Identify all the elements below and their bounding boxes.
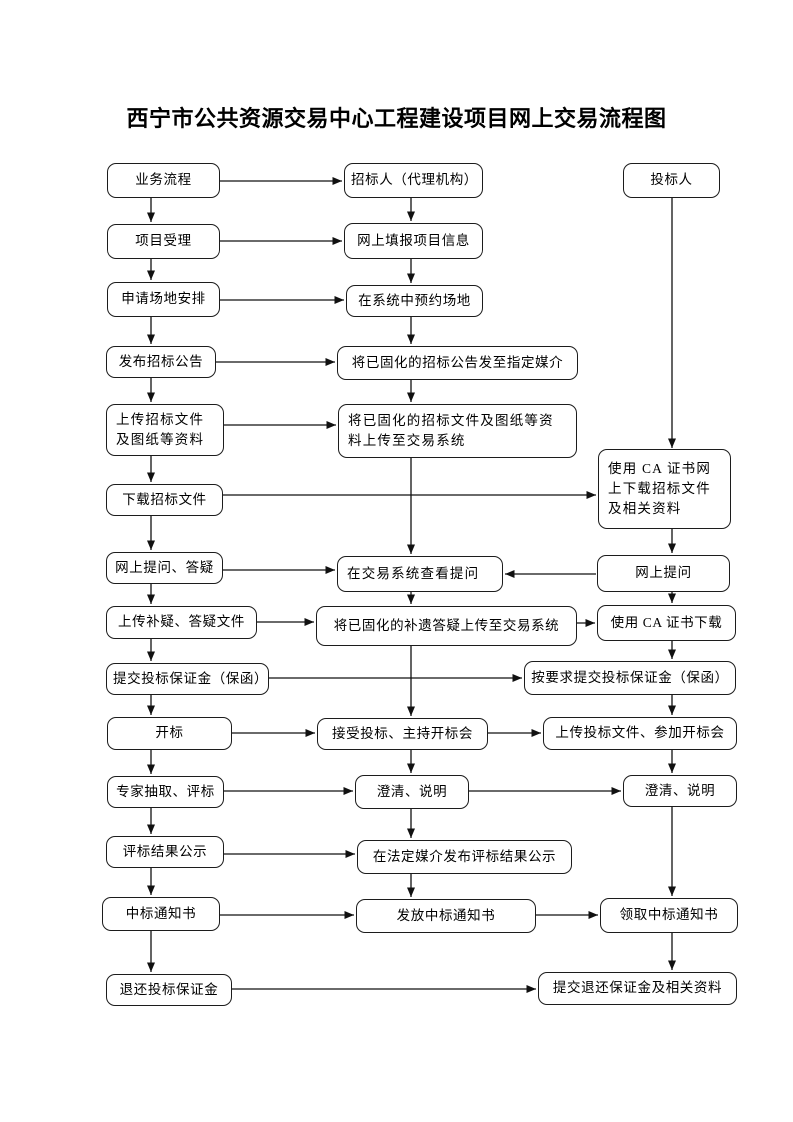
node-upload-bid-attend-opening: 上传投标文件、参加开标会 [543,717,737,750]
node-tenderer-agency: 招标人（代理机构） [344,163,483,198]
node-online-fill-project-info: 网上填报项目信息 [344,223,483,259]
node-upload-supplement-files: 上传补疑、答疑文件 [106,606,257,639]
node-publish-tender-announcement: 发布招标公告 [106,346,216,378]
node-accept-bids-host-opening: 接受投标、主持开标会 [317,718,488,750]
node-download-tender-documents: 下载招标文件 [106,484,223,516]
node-clarification-right: 澄清、说明 [623,775,737,807]
node-project-acceptance: 项目受理 [107,224,220,259]
node-submit-bid-bond-as-required: 按要求提交投标保证金（保函） [524,661,736,695]
node-issue-award-notice: 发放中标通知书 [356,899,536,933]
node-ca-download: 使用 CA 证书下载 [597,605,736,641]
node-upload-finalized-supplement: 将已固化的补遗答疑上传至交易系统 [316,606,577,646]
node-venue-application: 申请场地安排 [107,282,220,317]
node-upload-tender-documents: 上传招标文件及图纸等资料 [106,404,224,456]
node-submit-bid-bond: 提交投标保证金（保函） [106,663,269,695]
node-ca-download-tender-docs: 使用 CA 证书网上下载招标文件及相关资料 [598,449,731,529]
node-expert-selection-evaluation: 专家抽取、评标 [107,776,224,808]
node-view-questions-in-system: 在交易系统查看提问 [337,556,503,592]
node-bidder: 投标人 [623,163,720,198]
node-upload-finalized-documents: 将已固化的招标文件及图纸等资料上传至交易系统 [338,404,577,458]
node-online-question-answer: 网上提问、答疑 [106,552,223,584]
node-business-process: 业务流程 [107,163,220,198]
node-clarification-middle: 澄清、说明 [355,775,469,809]
node-bid-opening: 开标 [107,717,232,750]
node-receive-award-notice: 领取中标通知书 [600,898,738,933]
node-award-notice: 中标通知书 [102,897,220,931]
node-publish-result-on-media: 在法定媒介发布评标结果公示 [357,840,572,874]
node-submit-refund-materials: 提交退还保证金及相关资料 [538,972,737,1005]
node-reserve-venue-in-system: 在系统中预约场地 [346,285,483,317]
page-title: 西宁市公共资源交易中心工程建设项目网上交易流程图 [126,106,667,131]
node-send-announcement-to-media: 将已固化的招标公告发至指定媒介 [337,346,578,380]
node-evaluation-result-publicity: 评标结果公示 [106,836,224,868]
node-online-question: 网上提问 [597,555,730,592]
node-refund-bid-bond: 退还投标保证金 [106,974,232,1006]
